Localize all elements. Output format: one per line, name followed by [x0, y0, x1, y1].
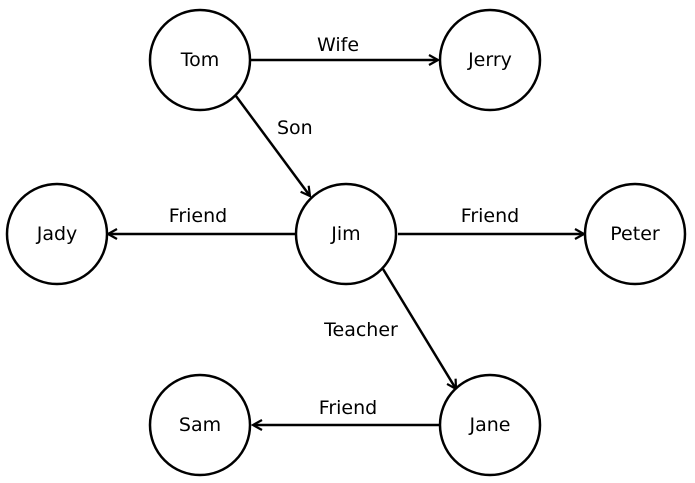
- node-circle-jerry: [438, 8, 542, 112]
- edge-line-jim-jane: [381, 268, 458, 391]
- node-label-peter: Peter: [610, 223, 660, 245]
- node-circle-sam: [148, 373, 252, 477]
- node-circle-jim: [294, 182, 398, 286]
- node-jady: Jady: [5, 182, 109, 286]
- edge-tom-jim: Son: [234, 95, 313, 198]
- node-peter: Peter: [583, 182, 687, 286]
- node-label-jerry: Jerry: [467, 49, 512, 71]
- edge-label-tom-jerry: Wife: [317, 34, 359, 56]
- node-label-tom: Tom: [180, 49, 220, 71]
- edge-label-jim-jady: Friend: [169, 205, 227, 227]
- edge-jim-peter: Friend: [398, 205, 587, 240]
- node-jerry: Jerry: [438, 8, 542, 112]
- edge-jane-sam: Friend: [250, 397, 439, 431]
- node-circle-peter: [583, 182, 687, 286]
- node-tom: Tom: [148, 8, 252, 112]
- nodes: Tom Jerry Jim Jady Peter Jane Sam: [5, 8, 687, 477]
- node-label-jane: Jane: [469, 414, 511, 436]
- edge-label-jane-sam: Friend: [319, 397, 377, 419]
- node-circle-tom: [148, 8, 252, 112]
- edge-line-tom-jim: [234, 95, 312, 198]
- edge-label-jim-jane: Teacher: [323, 319, 398, 341]
- edge-label-tom-jim: Son: [277, 117, 313, 139]
- node-jim: Jim: [294, 182, 398, 286]
- edge-label-jim-peter: Friend: [461, 205, 519, 227]
- node-sam: Sam: [148, 373, 252, 477]
- node-circle-jane: [438, 373, 542, 477]
- node-label-jim: Jim: [330, 223, 360, 245]
- edges: Wife Son Friend Friend Teacher Friend: [105, 34, 587, 431]
- edge-jim-jane: Teacher: [323, 268, 458, 391]
- edge-jim-jady: Friend: [105, 205, 295, 240]
- node-label-jady: Jady: [36, 223, 78, 245]
- node-circle-jady: [5, 182, 109, 286]
- node-jane: Jane: [438, 373, 542, 477]
- edge-tom-jerry: Wife: [251, 34, 441, 66]
- node-label-sam: Sam: [179, 414, 221, 436]
